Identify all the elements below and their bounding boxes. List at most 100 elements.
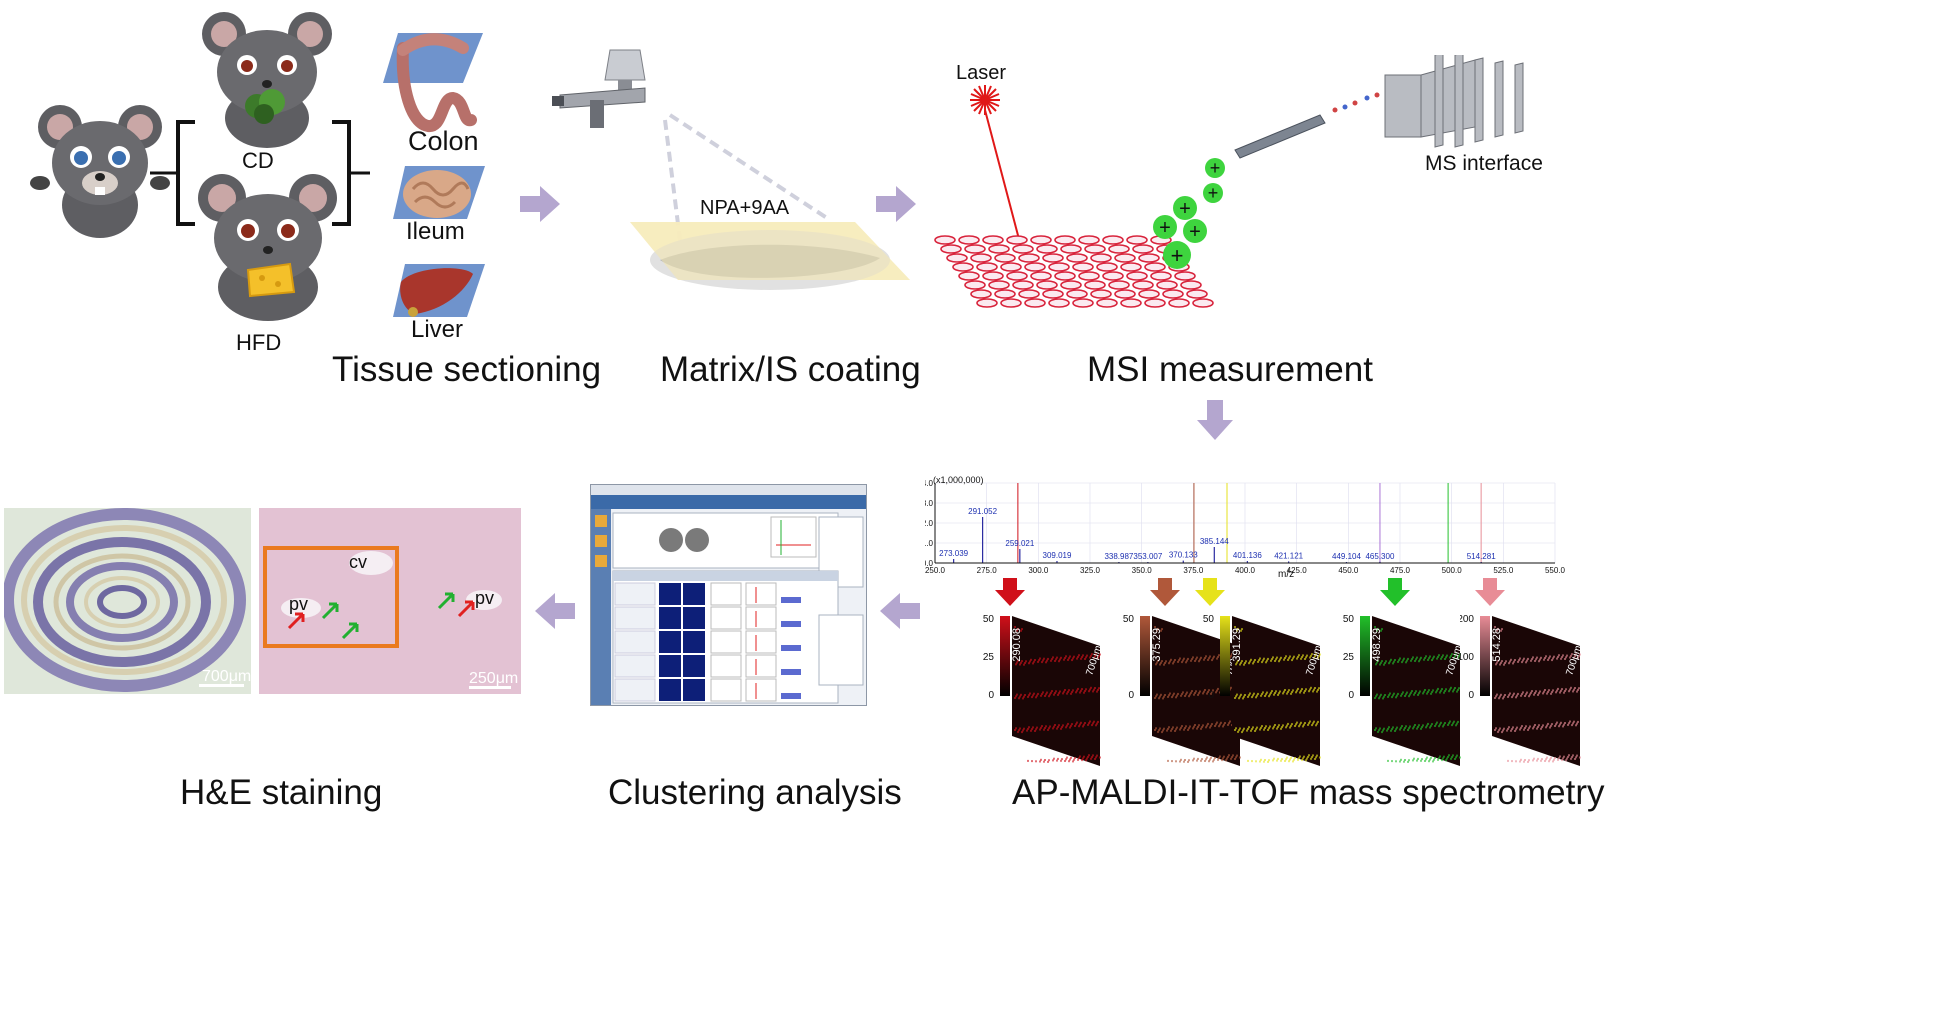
sample-spot (1006, 271, 1028, 281)
ion-pixel (1217, 687, 1219, 690)
ion-pixel (1443, 755, 1445, 758)
ion-pixel (1276, 656, 1278, 659)
ion-pixel (1382, 729, 1384, 732)
ion-pixel (1019, 727, 1021, 730)
ion-pixel (1281, 726, 1283, 729)
ion-pixel (1313, 656, 1315, 659)
ion-pixel (1556, 689, 1558, 692)
ion-pixel (1067, 658, 1069, 661)
ion-pixel (1074, 757, 1076, 759)
ion-pixel (1425, 726, 1427, 729)
ion-pixel (1049, 725, 1051, 728)
ion-pixel (1071, 691, 1073, 694)
ion-pixel (1040, 694, 1042, 697)
sample-spot (1000, 298, 1022, 308)
ion-pixel (1495, 727, 1497, 730)
ion-arrow-icon (1195, 578, 1225, 606)
ion-pixel (1577, 688, 1579, 691)
ion-pixel (1289, 758, 1291, 761)
group-bracket (150, 120, 370, 226)
ion-pixel (1263, 728, 1265, 731)
sample-spot (1102, 235, 1124, 245)
ion-pixel (1033, 692, 1035, 695)
ion-pixel (1097, 720, 1099, 723)
ion-pixel (1265, 693, 1267, 696)
ion-pixel (1092, 690, 1094, 693)
ion-pixel (1198, 692, 1200, 695)
cluster-map (683, 655, 705, 677)
ion-pixel (1455, 756, 1457, 759)
ion-pixel (1446, 757, 1448, 760)
ion-pixel (1059, 658, 1061, 661)
ion-pixel (1175, 760, 1177, 763)
ion-pixel (1305, 759, 1307, 762)
ion-pixel (1227, 755, 1229, 758)
ion-pixel (1447, 723, 1449, 726)
ion-pixel (1432, 689, 1434, 692)
ion-pixel (1095, 653, 1097, 656)
ion-pixel (1434, 725, 1436, 727)
ion-pixel (1410, 659, 1412, 662)
ion-pixel (1494, 729, 1496, 731)
ion-pixel (1404, 727, 1406, 729)
ion-pixel (1528, 695, 1530, 698)
matrix-slide (630, 113, 910, 290)
colorbar-min-label: 0 (1468, 690, 1474, 701)
ion-pixel (1257, 660, 1259, 663)
cluster-plot (710, 606, 742, 630)
ion-pixel (1544, 689, 1546, 691)
ion-pixel (1020, 661, 1022, 664)
ion-pixel (1519, 657, 1521, 660)
ion-pixel (1503, 663, 1505, 666)
ion-pixel (1524, 759, 1526, 761)
svg-text:+: + (1159, 217, 1171, 239)
ion-pixel (1243, 727, 1245, 730)
ion-pixel (1048, 759, 1050, 762)
ion-pixel (1241, 731, 1243, 734)
ion-pixel (1421, 726, 1423, 729)
ion-pixel (1390, 729, 1392, 732)
ion-pixel (1176, 694, 1178, 697)
ion-pixel (1499, 663, 1501, 666)
ion-pixel (1553, 758, 1555, 761)
ion-pixel (1230, 757, 1232, 760)
ion-pixel (1296, 657, 1298, 660)
ion-pixel (1532, 656, 1534, 659)
cluster-plot (710, 630, 742, 654)
ion-pixel (1378, 729, 1380, 732)
ion-pixel (1379, 727, 1381, 730)
ion-pixel (1297, 758, 1299, 761)
ion-images: 50250290.08700μm500375.29700μm500391.297… (960, 578, 1584, 771)
ion-pixel (1444, 722, 1446, 724)
stage-title-ap-maldi: AP-MALDI-IT-TOF mass spectrometry (1012, 773, 1605, 812)
ion-pixel (1286, 692, 1288, 695)
ion-pixel (1188, 695, 1190, 698)
ion-pixel (1519, 728, 1521, 731)
ion-pixel (1288, 760, 1290, 763)
ion-pixel (1064, 760, 1066, 762)
ion-pixel (1441, 759, 1443, 762)
sample-spot (1060, 280, 1082, 290)
ion-pixel (1527, 760, 1529, 763)
colorbar-max-label: 50 (1343, 614, 1355, 625)
ion-pixel (1094, 655, 1096, 657)
peak-label: 449.104 (1332, 552, 1361, 561)
ion-pixel (1163, 663, 1165, 666)
ion-pixel (1239, 727, 1241, 730)
ion-pixel (1520, 694, 1522, 697)
ion-pixel (1285, 758, 1287, 761)
ion-pixel (1204, 657, 1206, 659)
ion-pixel (1374, 729, 1376, 731)
ion-pixel (1577, 720, 1579, 723)
ion-pixel (1416, 759, 1418, 762)
ion-pixel (1566, 654, 1568, 657)
ion-pixel (1544, 657, 1546, 659)
ion-pixel (1380, 661, 1382, 664)
x-tick-label: 500.0 (1442, 566, 1463, 575)
ion-pixel (1208, 657, 1210, 660)
ion-pixel (1034, 659, 1036, 661)
ion-pixel (1069, 655, 1071, 658)
ion-pixel (1543, 658, 1545, 661)
ion-pixel (1201, 726, 1203, 729)
